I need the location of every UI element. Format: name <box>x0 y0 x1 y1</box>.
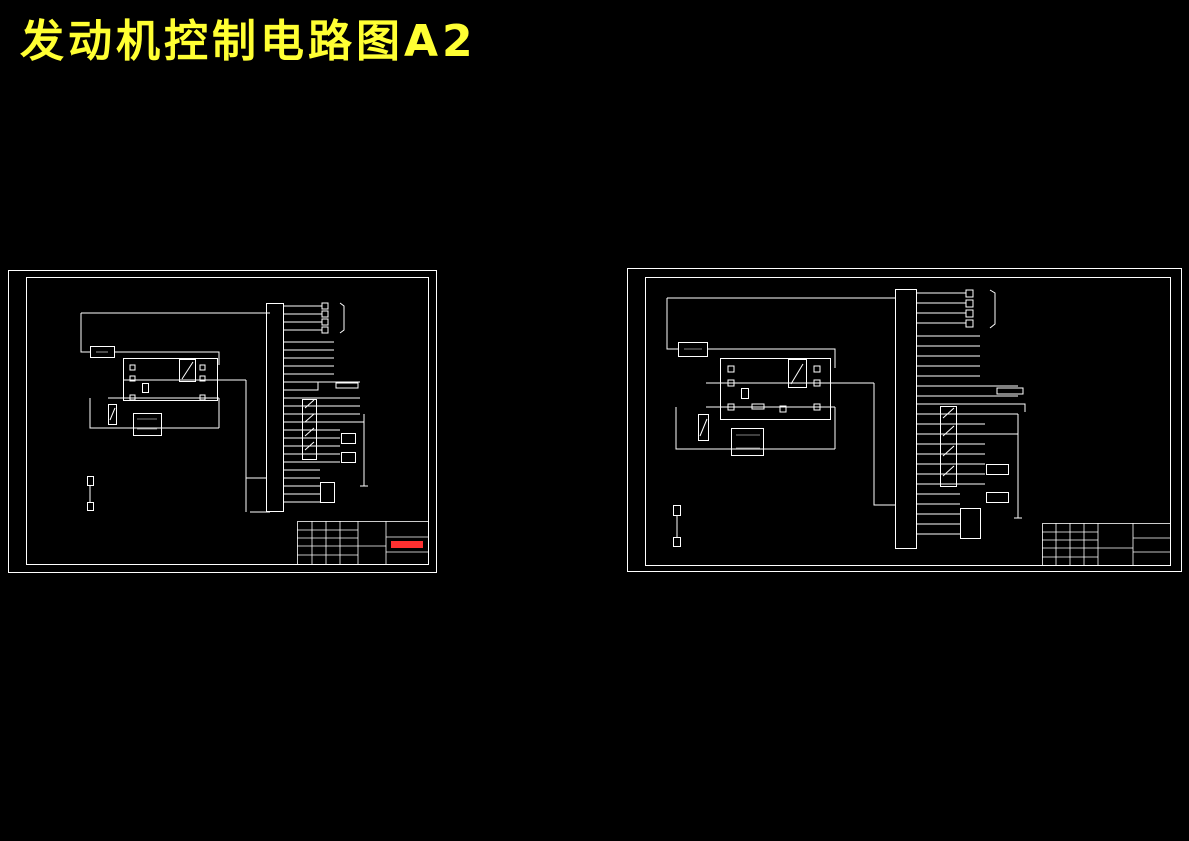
starter-switch-group <box>675 407 835 456</box>
inner-border <box>645 277 1171 566</box>
outer-border <box>8 270 437 573</box>
ecu-connector-strip <box>246 302 368 513</box>
red-note-bar <box>391 541 423 548</box>
title-block <box>1042 523 1171 566</box>
outer-border <box>627 268 1182 572</box>
starter-switch-group <box>89 398 219 436</box>
battery-symbol <box>673 505 681 547</box>
title-block <box>297 521 429 565</box>
inner-border <box>26 277 429 565</box>
ecu-connector-strip <box>895 289 1026 549</box>
ignition-relay-group <box>80 312 270 512</box>
battery-symbol <box>87 476 94 511</box>
ignition-relay-group <box>666 297 895 506</box>
page-title: 发动机控制电路图A2 <box>20 16 477 67</box>
